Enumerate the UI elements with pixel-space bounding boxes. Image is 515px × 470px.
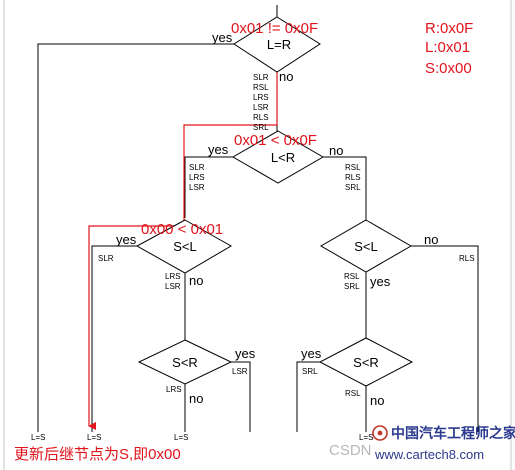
edge-labels: yes no yes no yes no no yes yes no yes n… [116, 30, 438, 408]
case-item: RSL [253, 83, 269, 92]
compare-annotation: 0x01 != 0x0F [231, 20, 318, 37]
node-label: L=R [267, 37, 291, 52]
edge-label: no [279, 69, 293, 84]
case-item: SLR [253, 73, 269, 82]
result-label: L=S [31, 433, 45, 442]
case-lists: SLR RSL LRS LSR RLS SRL SLR LRS LSR RSL … [98, 73, 475, 398]
case-item: LRS [189, 173, 205, 182]
case-item: LRS [166, 385, 182, 394]
edge-n1-yes [37, 43, 234, 432]
case-item: RLS [345, 173, 361, 182]
edge-label: no [370, 393, 384, 408]
node-label: S<R [172, 355, 198, 370]
edge-label: no [329, 143, 343, 158]
case-item: LSR [232, 367, 248, 376]
watermark: CSDN 中国汽车工程师之家 www.cartech8.com [329, 425, 515, 462]
edge-label: yes [116, 232, 137, 247]
result-label: L=S [174, 433, 188, 442]
case-item: RLS [459, 254, 475, 263]
edge-n2-yes [184, 156, 233, 218]
decision-n3: S<L [135, 219, 233, 274]
edge-label: yes [301, 346, 322, 361]
csdn-watermark: CSDN [329, 442, 372, 459]
case-item: SRL [345, 183, 361, 192]
edge-label: no [424, 232, 438, 247]
edge-label: yes [235, 346, 256, 361]
decision-n1: L=R [233, 16, 321, 73]
edge-label: no [189, 273, 203, 288]
case-item: SRL [253, 123, 269, 132]
case-item: RSL [345, 163, 361, 172]
edge-n4-no [411, 245, 479, 432]
result-label: L=S [87, 433, 101, 442]
edge-label: yes [208, 142, 229, 157]
case-item: SLR [189, 163, 205, 172]
decision-n5: S<R [137, 339, 233, 385]
site-name-watermark: 中国汽车工程师之家 [391, 425, 515, 441]
register-value: R:0x0F [425, 20, 473, 37]
edge-n2-no [323, 156, 367, 220]
result-labels: L=S L=S L=S L=S [31, 433, 373, 442]
case-item: RSL [344, 272, 360, 281]
node-label: S<R [353, 355, 379, 370]
node-label: L<R [271, 150, 295, 165]
decision-n2: L<R [232, 130, 324, 184]
edge-label: yes [370, 274, 391, 289]
node-label: S<L [354, 239, 378, 254]
case-item: LRS [165, 272, 181, 281]
decision-n6: S<R [318, 337, 414, 387]
register-value: S:0x00 [425, 60, 472, 77]
highlight-path [88, 44, 278, 430]
case-item: RSL [345, 389, 361, 398]
case-item: SRL [302, 367, 318, 376]
case-item: SLR [98, 254, 114, 263]
register-value: L:0x01 [425, 39, 470, 56]
edge-n5-yes [231, 361, 251, 432]
compare-annotation: 0x01 < 0x0F [234, 132, 317, 149]
site-url-watermark: www.cartech8.com [374, 447, 484, 462]
edge-n3-yes [91, 245, 137, 432]
connector-lines [37, 5, 479, 432]
decision-n4: S<L [320, 219, 412, 273]
case-item: LSR [165, 282, 181, 291]
car-logo-icon [372, 425, 388, 441]
edge-label: no [189, 391, 203, 406]
result-label: L=S [359, 433, 373, 442]
compare-annotation: 0x00 < 0x01 [141, 221, 223, 238]
node-label: S<L [173, 239, 197, 254]
edge-label: yes [212, 30, 233, 45]
case-item: LSR [189, 183, 205, 192]
case-item: LSR [253, 103, 269, 112]
case-item: SRL [344, 282, 360, 291]
red-annotations: 0x01 != 0x0F 0x01 < 0x0F 0x00 < 0x01 R:0… [14, 20, 473, 463]
edge-n6-yes [296, 361, 320, 432]
case-item: RLS [253, 113, 269, 122]
bottom-note: 更新后继节点为S,即0x00 [14, 446, 181, 463]
case-item: LRS [253, 93, 269, 102]
